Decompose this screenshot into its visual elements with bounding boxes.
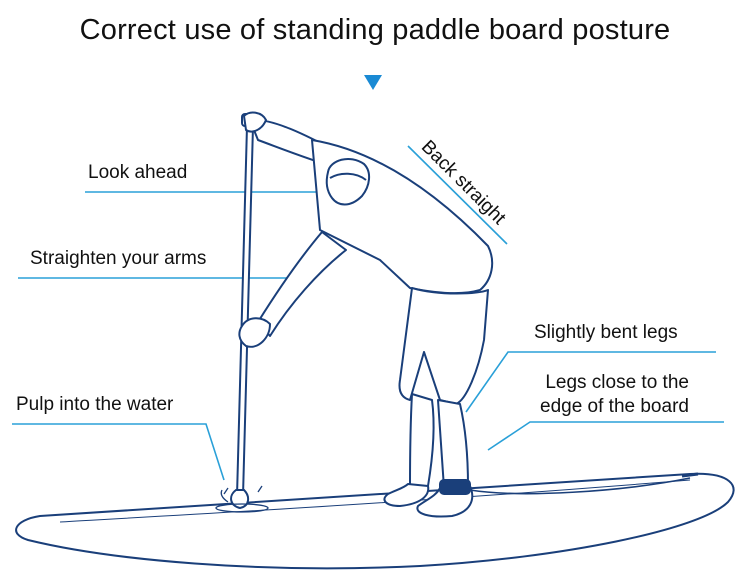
label-legs-edge-line2: edge of the board — [540, 396, 689, 417]
leash — [469, 477, 691, 495]
label-legs-edge: Legs close to the edge of the board — [540, 371, 689, 419]
splash — [215, 485, 269, 513]
person — [238, 111, 494, 518]
leader-lines — [12, 145, 724, 481]
label-straighten-arms: Straighten your arms — [30, 248, 207, 269]
down-triangle-icon — [364, 75, 382, 90]
page-title: Correct use of standing paddle board pos… — [79, 14, 671, 46]
leader-back-straight — [407, 145, 508, 245]
label-pulp-water: Pulp into the water — [16, 394, 174, 415]
paddle — [230, 113, 255, 510]
leader-legs-edge — [487, 421, 724, 451]
label-bent-legs: Slightly bent legs — [534, 322, 678, 343]
label-legs-edge-line1: Legs close to the — [545, 372, 689, 393]
leader-pulp-water — [12, 423, 225, 481]
leader-bent-legs — [465, 351, 716, 413]
label-look-ahead: Look ahead — [88, 162, 188, 183]
paddle-board — [15, 472, 735, 570]
